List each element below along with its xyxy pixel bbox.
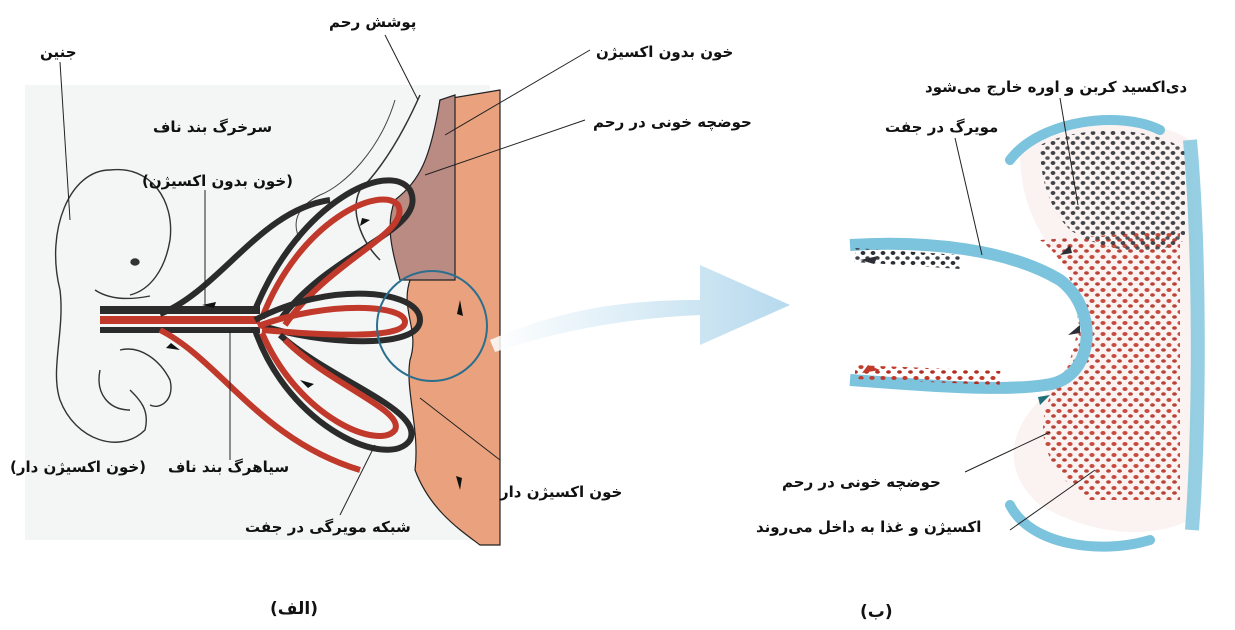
label-umbilical-vein-note: (خون اکسیژن دار) (10, 458, 146, 476)
placental-capillary (850, 244, 1087, 388)
label-umbilical-artery: سرخرگ بند ناف (153, 118, 272, 136)
label-placental-capillary: مویرگ در جفت (885, 118, 998, 136)
label-placental-capillary-network: شبکه مویرگی در جفت (245, 518, 411, 536)
label-uterine-blood-pool-a: حوضچه خونی در رحم (593, 113, 752, 131)
label-fetus: جنین (40, 43, 77, 61)
label-uterine-lining: پوشش رحم (329, 13, 416, 31)
uterine-membrane-right (1190, 140, 1198, 530)
zoom-arrow (490, 265, 790, 352)
caption-panel-b: (ب) (860, 603, 893, 621)
label-oxygen-food-in: اکسیژن و غذا به داخل می‌روند (756, 518, 981, 536)
label-umbilical-vein: سیاهرگ بند ناف (168, 458, 289, 476)
caption-panel-a: (الف) (270, 600, 318, 618)
label-umbilical-artery-note: (خون بدون اکسیژن) (142, 172, 293, 190)
red-blood-cells (1040, 230, 1180, 500)
label-deoxygenated-blood: خون بدون اکسیژن (596, 43, 733, 61)
label-oxygenated-blood: خون اکسیژن دار (500, 483, 622, 501)
label-co2-urea-out: دی‌اکسید کربن و اوره خارج می‌شود (925, 78, 1187, 96)
label-uterine-blood-pool-b: حوضچه خونی در رحم (782, 473, 941, 491)
umbilical-cord (100, 310, 260, 330)
